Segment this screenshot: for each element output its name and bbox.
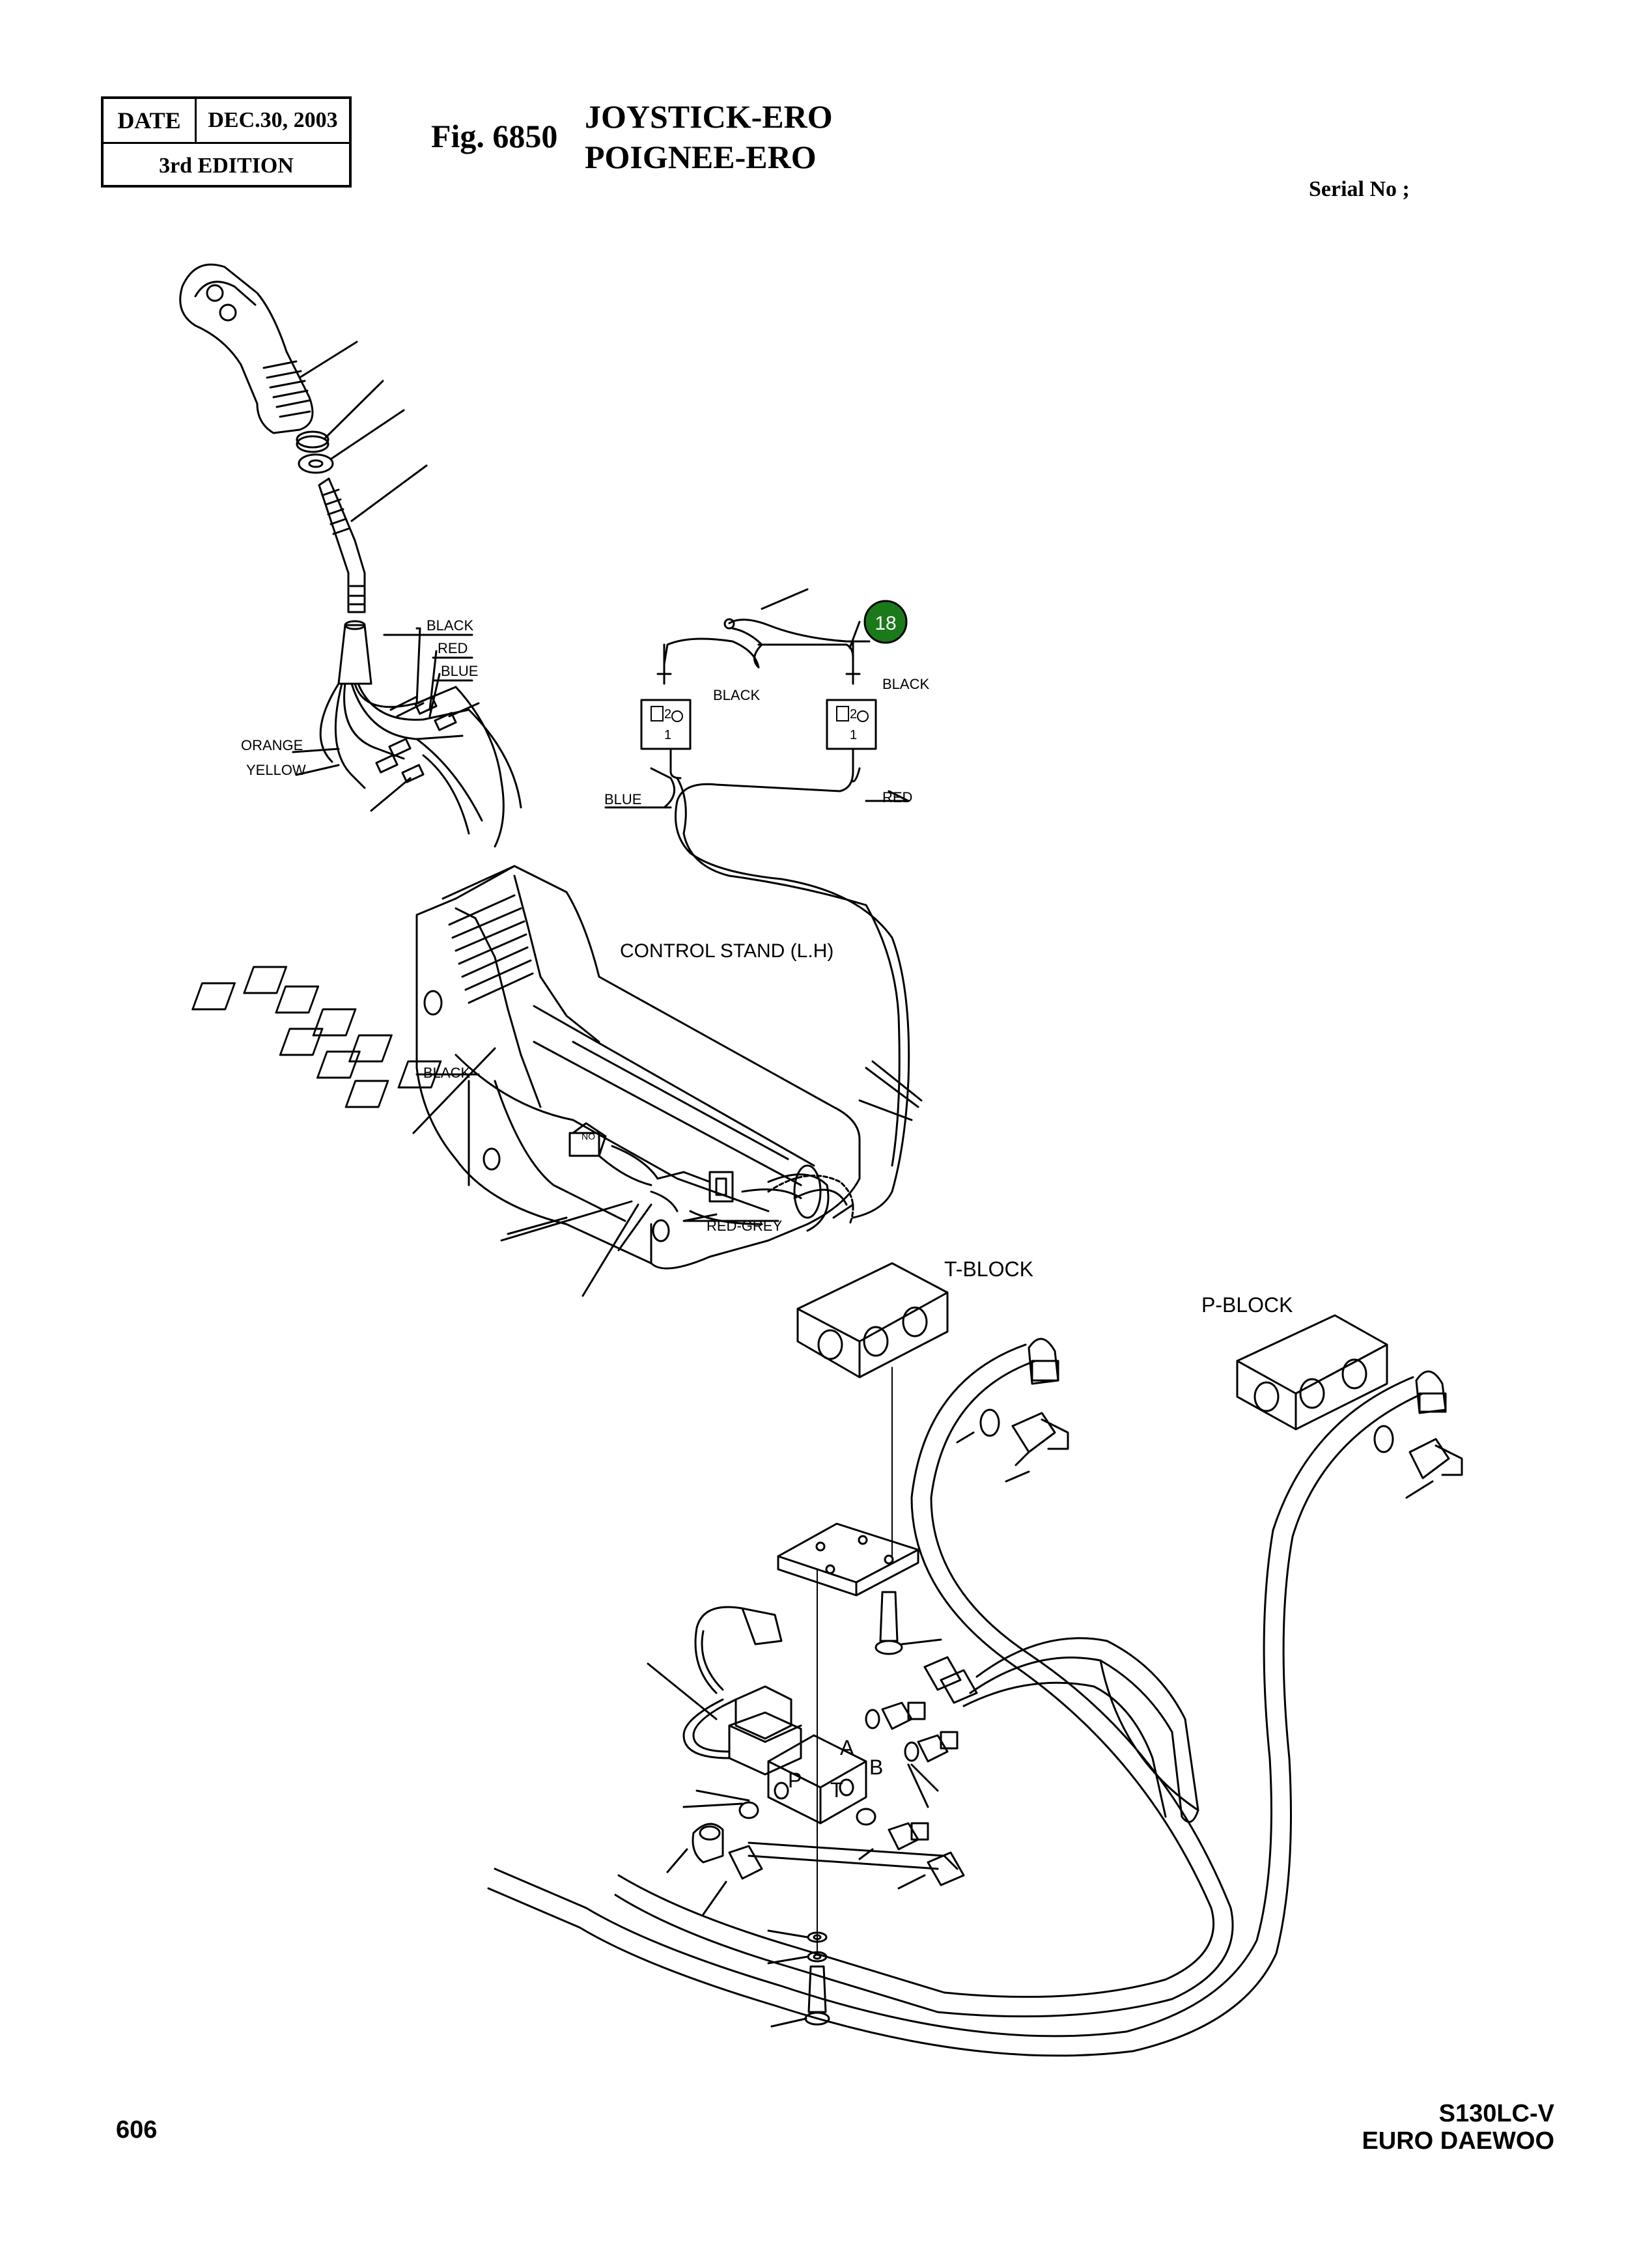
model-block: S130LC-V EURO DAEWOO: [1362, 2100, 1554, 2155]
t-block-fittings: [956, 1337, 1069, 1483]
date-value: DEC.30, 2003: [208, 108, 338, 132]
p-block-fittings: [1373, 1370, 1463, 1499]
label-black-switch-right: BLACK: [882, 676, 929, 692]
joystick-nut: [296, 430, 334, 474]
switch-right-pin1: 1: [850, 728, 857, 742]
joystick-cable-harness: [319, 620, 522, 848]
edition-label: 3rd EDITION: [159, 153, 294, 178]
page-subtitle: POIGNEE-ERO: [585, 139, 817, 175]
label-black-switch-left: BLACK: [713, 687, 760, 703]
date-edition-box: DATE DEC.30, 2003 3rd EDITION: [101, 96, 352, 188]
label-red-grey: RED-GREY: [707, 1218, 782, 1234]
callout-18: 18: [863, 600, 908, 644]
label-red-top: RED: [438, 640, 468, 656]
lower-bolt-washers: [767, 1929, 830, 2028]
label-yellow: YELLOW: [246, 762, 306, 778]
control-stand-body: [191, 865, 923, 1270]
label-black-top: BLACK: [427, 617, 473, 634]
figure-number: Fig. 6850: [431, 118, 558, 154]
manufacturer-name: EURO DAEWOO: [1362, 2127, 1554, 2155]
date-label: DATE: [104, 99, 197, 142]
serial-number-label: Serial No ;: [1309, 177, 1410, 201]
label-switch-no: NO: [581, 1131, 595, 1141]
label-red-switch: RED: [882, 789, 912, 805]
label-p-block: P-BLOCK: [1201, 1293, 1293, 1317]
model-name: S130LC-V: [1438, 2100, 1554, 2127]
label-port-b: B: [869, 1756, 883, 1779]
joystick-handle: [179, 263, 314, 434]
valve-port-fittings: [692, 1656, 978, 1886]
label-control-stand: CONTROL STAND (L.H): [620, 940, 833, 962]
page-number: 606: [116, 2116, 158, 2144]
label-port-t: T: [830, 1778, 843, 1802]
mounting-bolt: [875, 1591, 942, 1655]
label-port-p: P: [788, 1769, 802, 1792]
joystick-shaft: [318, 477, 366, 613]
mounting-plate: [777, 1367, 919, 1954]
label-blue-top: BLUE: [441, 663, 478, 679]
callout-18-label: 18: [875, 613, 896, 634]
label-port-a: A: [840, 1736, 854, 1759]
switch-wiring-assembly: [604, 588, 910, 1219]
page-title: JOYSTICK-ERO: [585, 98, 833, 135]
hydraulic-hoses: [487, 1343, 1424, 2057]
switch-left-pin1: 1: [664, 728, 671, 742]
solenoid-valve: [682, 1606, 867, 1825]
label-t-block: T-BLOCK: [944, 1257, 1033, 1281]
label-blue-switch: BLUE: [604, 791, 641, 807]
switch-right-pin2: 2: [850, 707, 857, 721]
p-block: [1236, 1314, 1388, 1431]
label-black-stand: BLACK: [423, 1065, 470, 1081]
t-block: [796, 1262, 949, 1378]
label-orange: ORANGE: [241, 737, 303, 753]
switch-left-pin2: 2: [664, 707, 671, 721]
